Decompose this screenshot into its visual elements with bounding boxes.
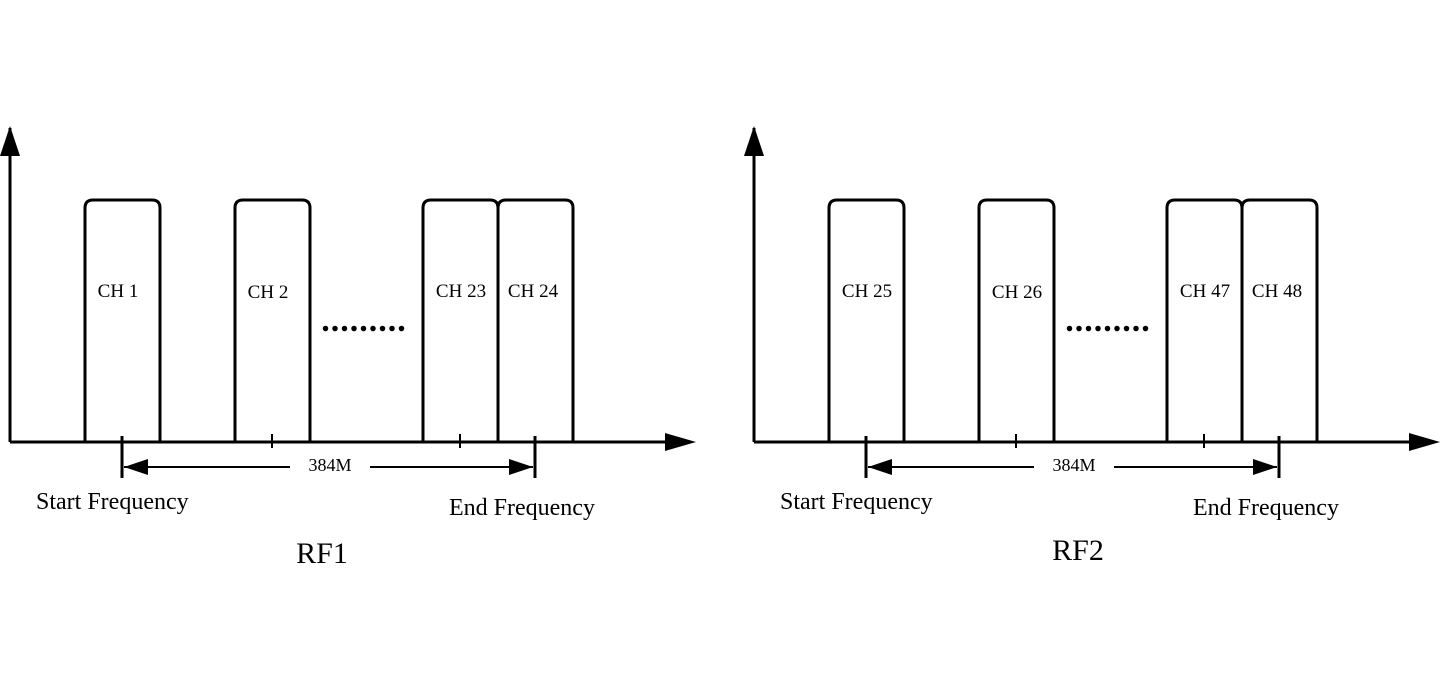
panel-rf2: CH 25 CH 26 CH 47 CH 48 ......... 384M S…: [744, 126, 1440, 567]
end-frequency-label: End Frequency: [1193, 495, 1339, 521]
channel-label: CH 47: [1180, 281, 1230, 302]
channel-block: [83, 198, 162, 442]
start-frequency-label: Start Frequency: [36, 489, 189, 515]
panel-title: RF1: [296, 537, 348, 570]
ellipsis-dots: .........: [321, 302, 407, 339]
channel-block: [827, 198, 906, 442]
channel-label: CH 24: [508, 281, 559, 302]
channel-block: [233, 198, 312, 442]
channel-label: CH 2: [248, 282, 289, 303]
channel-block: [1165, 198, 1244, 442]
span-arrow-left: [868, 459, 892, 475]
start-frequency-label: Start Frequency: [780, 489, 933, 515]
span-label: 384M: [1052, 455, 1095, 475]
panel-rf1: CH 1 CH 2 CH 23 CH 24 ......... 384M Sta…: [0, 126, 696, 570]
panel-title: RF2: [1052, 534, 1104, 567]
y-axis-arrow: [744, 126, 764, 156]
ellipsis-dots: .........: [1065, 302, 1151, 339]
channel-block: [977, 198, 1056, 442]
span-arrow-right: [509, 459, 533, 475]
span-arrow-right: [1253, 459, 1277, 475]
x-axis-arrow: [1409, 433, 1440, 451]
channel-label: CH 1: [98, 281, 139, 302]
channel-block: [496, 198, 575, 442]
channel-label: CH 25: [842, 281, 892, 302]
channel-label: CH 23: [436, 281, 486, 302]
end-frequency-label: End Frequency: [449, 495, 595, 521]
span-label: 384M: [308, 455, 351, 475]
y-axis-arrow: [0, 126, 20, 156]
span-arrow-left: [124, 459, 148, 475]
channel-block: [421, 198, 500, 442]
channel-label: CH 26: [992, 282, 1042, 303]
channel-label: CH 48: [1252, 281, 1302, 302]
x-axis-arrow: [665, 433, 696, 451]
channel-block: [1240, 198, 1319, 442]
